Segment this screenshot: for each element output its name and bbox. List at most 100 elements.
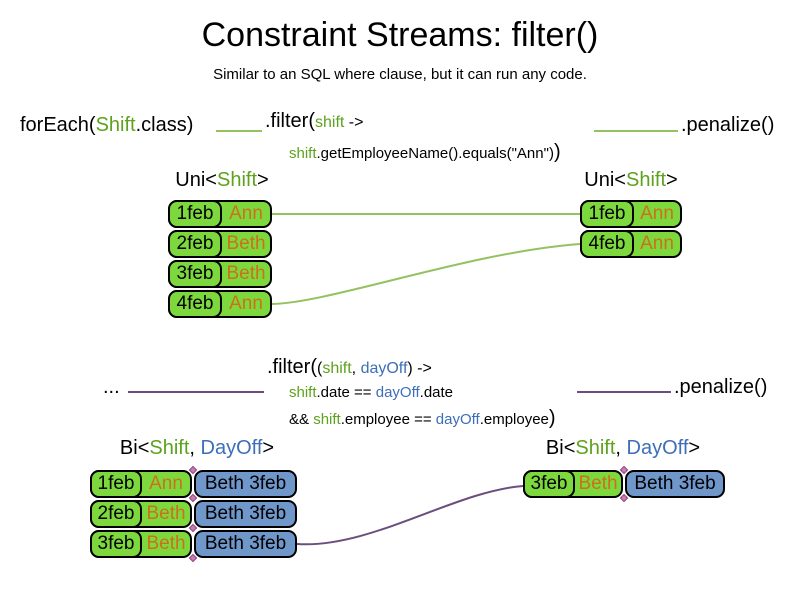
label-type: Shift	[575, 437, 616, 459]
shift-pair-left: 1feb Ann	[90, 470, 192, 498]
employee-name: Beth	[146, 533, 186, 554]
employee-name: Ann	[149, 473, 183, 494]
label-type: Shift	[216, 169, 258, 191]
label-post: >	[257, 169, 269, 191]
filter-bi-body-line2: && shift.employee == dayOff.employee)	[289, 407, 556, 429]
bi-left-label: Bi<Shift, DayOff>	[92, 437, 302, 460]
filter-body-rest: .getEmployeeName().equals("Ann")	[316, 145, 554, 162]
penalize-bi-code: .penalize()	[674, 376, 768, 398]
filter-bi-body-line1: shift.date == dayOff.date	[289, 384, 454, 402]
label-sep: ,	[615, 437, 627, 459]
bi-row: 2feb Beth Beth 3feb	[90, 500, 297, 528]
foreach-class-arg: Shift	[95, 114, 136, 136]
shift-row: 2feb Beth	[168, 230, 272, 258]
shift-employee: Ann	[142, 472, 190, 496]
filter-close-paren: )	[553, 141, 561, 163]
shift-date-cell: 3feb	[523, 470, 575, 498]
label-pre: Uni<	[175, 169, 217, 191]
shift-pair-left: 2feb Beth	[90, 500, 192, 528]
code-token: .date	[419, 384, 454, 401]
shift-employee: Beth	[575, 472, 621, 496]
bi-row: 3feb Beth Beth 3feb	[90, 530, 297, 558]
uni-left-label: Uni<Shift>	[140, 169, 304, 192]
filter-arrow: ->	[344, 114, 364, 131]
filter-body-param: shift	[289, 145, 317, 162]
shift-date-cell: 1feb	[90, 470, 142, 498]
shift-employee: Ann	[229, 203, 263, 224]
shift-employee: Beth	[142, 532, 190, 556]
shift-employee: Ann	[640, 203, 674, 224]
dayoff-cell: Beth 3feb	[194, 470, 297, 498]
foreach-rest: .class)	[135, 114, 194, 136]
shift-row: 4feb Ann	[168, 290, 272, 318]
uni-right-label: Uni<Shift>	[551, 169, 711, 192]
filter-fn: .filter(	[265, 110, 315, 132]
code-token: .employee	[479, 411, 549, 428]
filter-uni-body: shift.getEmployeeName().equals("Ann"))	[289, 141, 561, 163]
label-post: >	[666, 169, 678, 191]
filter-param: shift	[315, 114, 345, 131]
lambda-open-paren: (	[317, 360, 323, 377]
shift-date-cell: 4feb	[168, 290, 222, 318]
shift-employee: Ann	[229, 293, 263, 314]
code-token: .date ==	[316, 384, 376, 401]
page-subtitle: Similar to an SQL where clause, but it c…	[213, 66, 587, 83]
label-pre: Bi<	[119, 437, 150, 459]
dayoff-cell: Beth 3feb	[194, 500, 297, 528]
filter-bi-head: .filter((shift, dayOff) ->	[267, 356, 432, 379]
filter-arrow: ->	[412, 360, 432, 377]
shift-date-cell: 1feb	[168, 200, 222, 228]
label-type: Shift	[625, 169, 667, 191]
shift-date-cell: 2feb	[90, 500, 142, 528]
filter-fn: .filter(	[267, 356, 317, 378]
row-match-curve	[271, 243, 581, 305]
shift-row: 4feb Ann	[580, 230, 682, 258]
shift-date-cell: 3feb	[90, 530, 142, 558]
filter-param1: shift	[322, 360, 352, 377]
foreach-code: forEach(Shift.class)	[20, 114, 193, 137]
bi-right-label: Bi<Shift, DayOff>	[518, 437, 728, 460]
shift-row: 3feb Beth	[168, 260, 272, 288]
bi-row: 3feb Beth Beth 3feb	[523, 470, 725, 498]
dayoff-cell: Beth 3feb	[194, 530, 297, 558]
filter-close-paren: )	[548, 407, 556, 429]
label-type: Shift	[149, 437, 190, 459]
label-pre: Uni<	[584, 169, 626, 191]
shift-pair-left: 3feb Beth	[90, 530, 192, 558]
label-type: DayOff	[626, 437, 689, 459]
code-token: dayOff	[375, 384, 420, 401]
code-token: .employee ==	[340, 411, 436, 428]
label-post: >	[688, 437, 701, 459]
shift-date-cell: 3feb	[168, 260, 222, 288]
label-type: DayOff	[200, 437, 263, 459]
code-token: &&	[289, 411, 314, 428]
employee-name: Beth	[146, 503, 186, 524]
dayoff-cell: Beth 3feb	[625, 470, 725, 498]
shift-date-cell: 1feb	[580, 200, 634, 228]
label-post: >	[262, 437, 275, 459]
page-title: Constraint Streams: filter()	[201, 16, 599, 54]
foreach-fn: forEach(	[20, 114, 96, 136]
label-sep: ,	[189, 437, 201, 459]
filter-uni-head: .filter(shift ->	[265, 110, 363, 133]
shift-employee: Beth	[226, 233, 266, 254]
row-match-curve	[296, 485, 524, 546]
param-comma: ,	[351, 360, 361, 377]
penalize-uni-code: .penalize()	[681, 114, 775, 136]
employee-name: Beth	[578, 473, 618, 494]
shift-date-cell: 4feb	[580, 230, 634, 258]
label-pre: Bi<	[545, 437, 576, 459]
code-token: shift	[289, 384, 317, 401]
shift-employee: Ann	[640, 233, 674, 254]
bi-source-code: ...	[103, 376, 120, 398]
lambda-close-paren: )	[407, 360, 413, 377]
shift-row: 1feb Ann	[580, 200, 682, 228]
code-token: shift	[313, 411, 341, 428]
filter-param2: dayOff	[360, 360, 408, 377]
shift-employee: Beth	[226, 263, 266, 284]
code-token: dayOff	[435, 411, 480, 428]
shift-pair-left: 3feb Beth	[523, 470, 623, 498]
shift-employee: Beth	[142, 502, 190, 526]
bi-row: 1feb Ann Beth 3feb	[90, 470, 297, 498]
